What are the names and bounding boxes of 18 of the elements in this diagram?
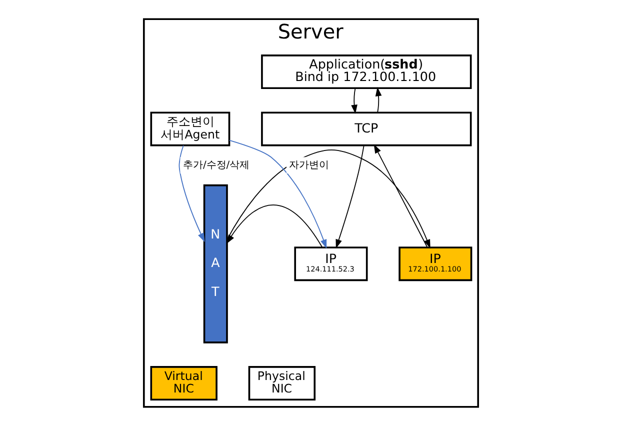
- node-box: TCP: [260, 112, 472, 146]
- arrow: [350, 88, 357, 114]
- node-box: NAT: [202, 184, 228, 344]
- arrow: [226, 204, 322, 248]
- node-box: Physical NIC: [248, 366, 316, 401]
- arrow: [226, 150, 430, 249]
- node-box: IP 124.111.52.3: [294, 246, 368, 282]
- node-box: IP 172.100.1.100: [398, 246, 472, 282]
- arrow: [178, 145, 204, 242]
- arrow: [228, 140, 326, 249]
- arrow: [335, 145, 364, 249]
- node-box: Virtual NIC: [150, 366, 217, 401]
- edge-label: 추가/수정/삭제: [182, 160, 250, 171]
- arrow: [373, 144, 428, 248]
- arrow: [374, 87, 382, 113]
- node-box: Application(sshd) Bind ip 172.100.1.100: [260, 54, 472, 90]
- node-box: 주소변이 서버Agent: [150, 112, 230, 146]
- edge-label: 자가변이: [288, 160, 329, 171]
